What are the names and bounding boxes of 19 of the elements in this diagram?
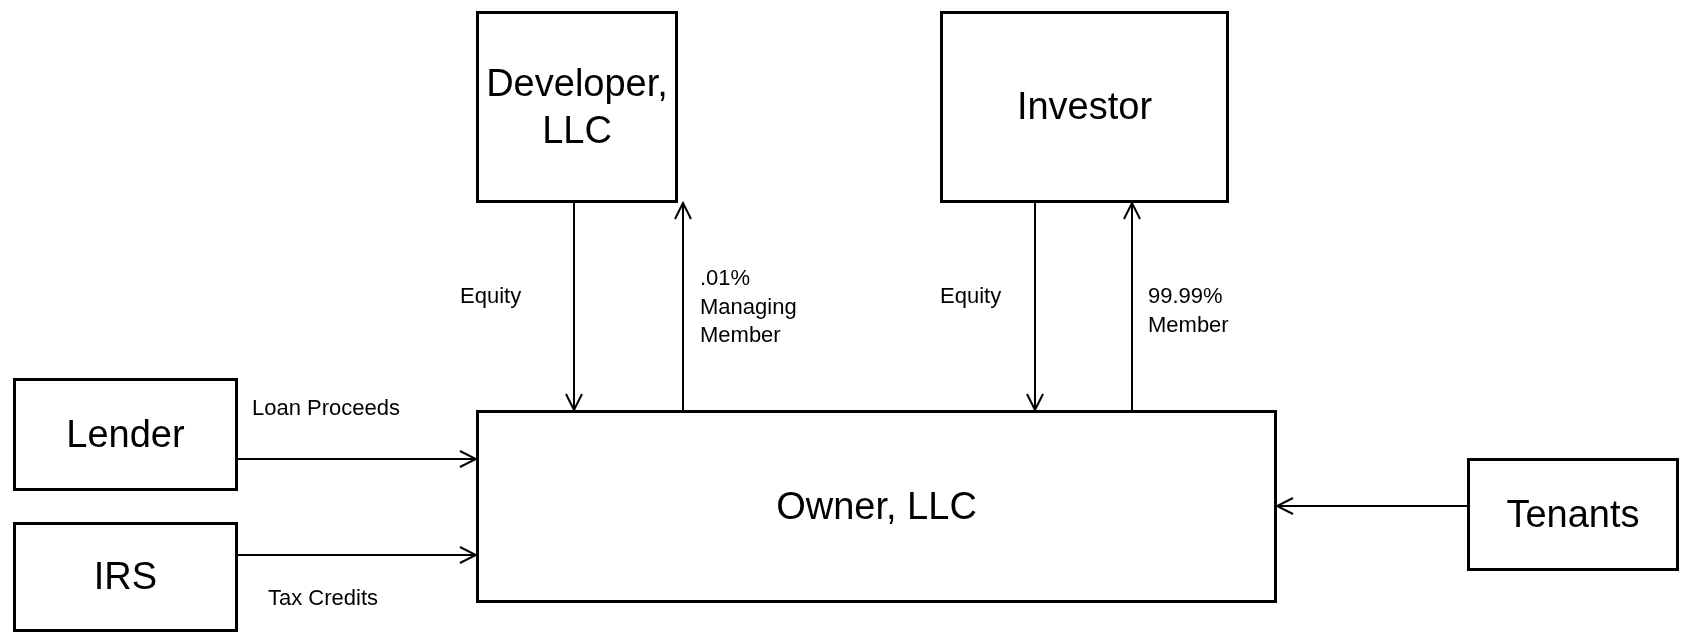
entity-name: Tenants bbox=[1506, 491, 1640, 537]
entity-box bbox=[476, 11, 678, 203]
entity-box bbox=[476, 410, 1277, 603]
entity-name: Investor bbox=[1016, 84, 1153, 130]
arrow bbox=[237, 546, 477, 564]
entity-box bbox=[13, 522, 238, 632]
arrow bbox=[1026, 202, 1044, 411]
entity-name: Owner, LLC bbox=[776, 483, 977, 529]
arrow bbox=[1276, 497, 1468, 515]
arrow bbox=[674, 202, 692, 411]
arrow bbox=[565, 202, 583, 411]
entity-box bbox=[1467, 458, 1679, 571]
arrow bbox=[1123, 202, 1141, 411]
arrow bbox=[237, 450, 477, 468]
entity-box bbox=[13, 378, 238, 491]
entity-name: IRS bbox=[93, 554, 158, 600]
entity-name: Lender bbox=[66, 411, 185, 457]
entity-box bbox=[940, 11, 1229, 203]
entity-name: Developer, LLC bbox=[486, 60, 668, 153]
